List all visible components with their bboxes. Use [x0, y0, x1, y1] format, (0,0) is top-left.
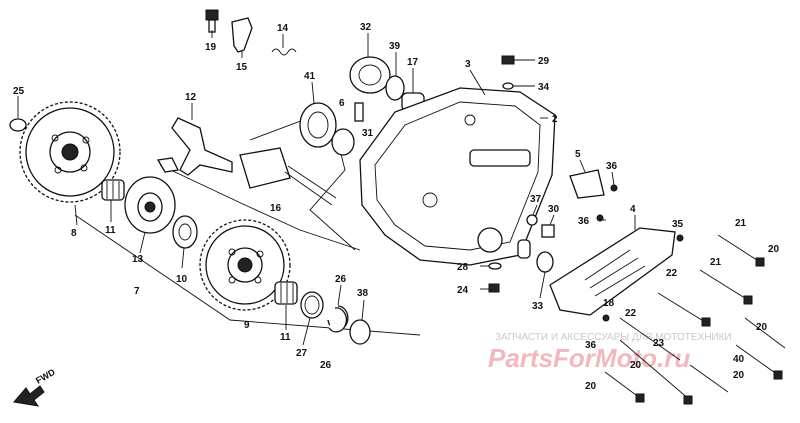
washer-28 — [488, 262, 502, 270]
spring-14 — [271, 48, 297, 56]
fwd-arrow-icon: FWD — [13, 367, 57, 407]
callout: 36 — [585, 340, 597, 351]
seal-39 — [385, 75, 405, 101]
seal-33 — [536, 251, 554, 273]
callout: 29 — [538, 56, 550, 67]
bolt-35 — [676, 234, 684, 242]
callout: 15 — [236, 62, 248, 73]
circlip-26-b — [328, 307, 347, 333]
ring-27 — [300, 291, 324, 319]
long-bolts — [602, 234, 786, 405]
callout: 26 — [335, 274, 347, 285]
watermark-caption: ЗАПЧАСТИ И АКСЕССУАРЫ ДЛЯ МОТОТЕХНИКИ — [495, 332, 732, 343]
callout: 2 — [552, 114, 558, 125]
callout: 33 — [532, 301, 544, 312]
callout: 11 — [105, 225, 116, 236]
callout: 30 — [548, 204, 560, 215]
callout: 4 — [630, 204, 636, 215]
callout: 9 — [244, 320, 250, 331]
callout: 6 — [339, 98, 345, 109]
bracket-5 — [569, 169, 605, 199]
callout: 20 — [733, 370, 745, 381]
bolt-24 — [488, 283, 500, 293]
washer-34 — [502, 82, 514, 90]
callout: 19 — [205, 42, 217, 53]
bolt-29 — [501, 55, 515, 65]
callout-labels: 25 8 11 13 7 10 12 9 11 27 26 26 38 19 1… — [13, 22, 780, 392]
callout: 20 — [630, 360, 642, 371]
callout: 21 — [735, 218, 747, 229]
callout: 38 — [357, 288, 369, 299]
gear-left — [19, 101, 121, 203]
callout: 16 — [270, 203, 282, 214]
callout: 41 — [304, 71, 316, 82]
bearing-32 — [349, 56, 391, 94]
callout: 10 — [176, 274, 188, 285]
callout: 36 — [606, 161, 618, 172]
case-cover-3 — [359, 87, 556, 266]
callout: 18 — [603, 298, 615, 309]
washer-37 — [526, 214, 538, 226]
collar-10 — [172, 215, 198, 249]
hub-13 — [124, 176, 176, 234]
pin-31 — [354, 102, 364, 122]
callout: 21 — [710, 257, 722, 268]
fwd-label: FWD — [34, 367, 57, 386]
leader-lines — [17, 30, 636, 346]
collar-33a — [517, 239, 531, 259]
callout: 22 — [625, 308, 637, 319]
callout: 12 — [185, 92, 197, 103]
bolt-19 — [205, 9, 219, 33]
bearing-11-right — [274, 281, 298, 305]
side-cover-4 — [549, 227, 676, 316]
callout: 32 — [360, 22, 372, 33]
callout: 3 — [465, 59, 471, 70]
shift-fork-12 — [156, 117, 233, 176]
callout: 14 — [277, 23, 289, 34]
washer-6 — [331, 128, 355, 156]
watermark-brand: PartsForMoto.ru — [488, 343, 690, 373]
callout: 23 — [653, 338, 665, 349]
bearing-41 — [299, 102, 337, 148]
callout: 7 — [134, 286, 140, 297]
callout: 5 — [575, 149, 581, 160]
callout: 39 — [389, 41, 401, 52]
callout: 11 — [280, 332, 291, 343]
bearing-11-left — [101, 179, 125, 201]
callout: 22 — [666, 268, 678, 279]
ring-38 — [349, 319, 371, 345]
callout: 20 — [768, 244, 780, 255]
callout: 25 — [13, 86, 25, 97]
callout: 34 — [538, 82, 550, 93]
callout: 27 — [296, 348, 308, 359]
callout: 17 — [407, 57, 419, 68]
callout: 20 — [585, 381, 597, 392]
callout: 8 — [71, 228, 77, 239]
shift-drum-16 — [239, 147, 337, 206]
callout: 31 — [362, 128, 374, 139]
callout: 35 — [672, 219, 684, 230]
part-30 — [541, 224, 555, 238]
callout: 24 — [457, 285, 469, 296]
callout: 28 — [457, 262, 469, 273]
callout: 40 — [733, 354, 745, 365]
arm-15 — [231, 17, 253, 53]
callout: 20 — [756, 322, 768, 333]
callout: 26 — [320, 360, 332, 371]
callout: 37 — [530, 194, 542, 205]
gear-center — [199, 219, 291, 311]
callout: 36 — [578, 216, 590, 227]
washer-25 — [9, 118, 27, 132]
callout: 13 — [132, 254, 144, 265]
